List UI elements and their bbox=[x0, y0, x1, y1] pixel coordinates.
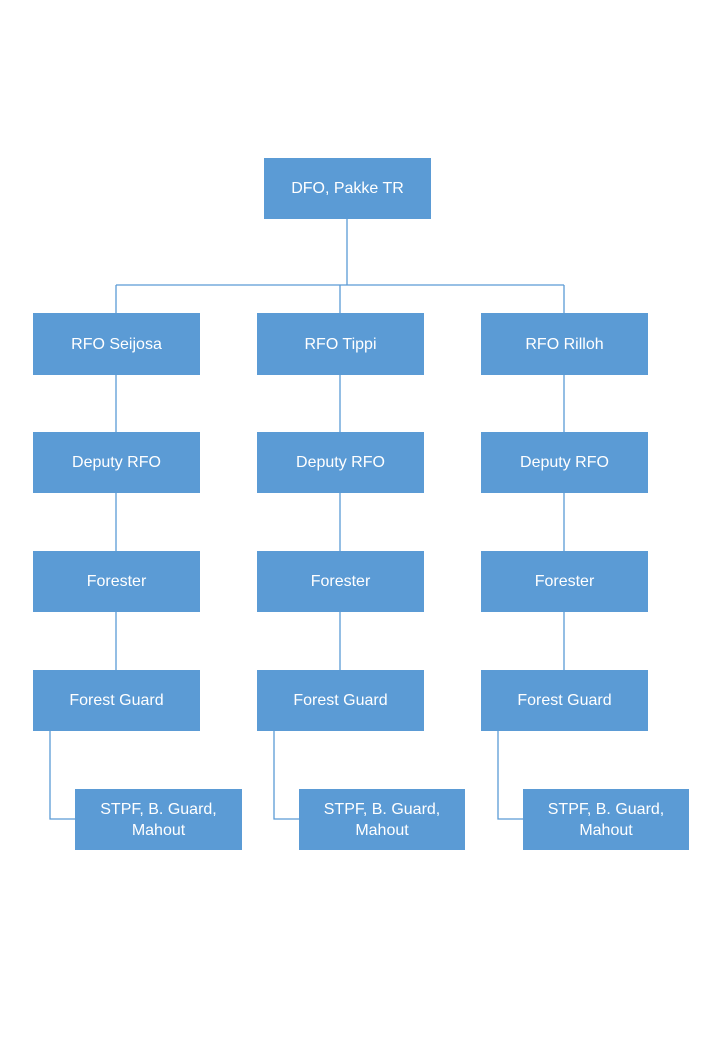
node-staff-seijosa: STPF, B. Guard, Mahout bbox=[75, 789, 242, 850]
node-deputy-rfo-rilloh: Deputy RFO bbox=[481, 432, 648, 493]
connector-col-1-guard-staff bbox=[49, 731, 75, 820]
node-label: STPF, B. Guard, Mahout bbox=[547, 800, 665, 839]
node-label: RFO Rilloh bbox=[525, 335, 604, 353]
node-label: Forester bbox=[310, 573, 371, 590]
node-staff-tippi: STPF, B. Guard, Mahout bbox=[299, 789, 465, 850]
node-rfo-tippi: RFO Tippi bbox=[257, 313, 424, 375]
node-label: DFO, Pakke TR bbox=[291, 180, 404, 197]
node-label: RFO Tippi bbox=[304, 335, 377, 353]
node-label: STPF, B. Guard, Mahout bbox=[100, 800, 217, 839]
node-forester-seijosa: Forester bbox=[33, 551, 200, 612]
node-label: Forester bbox=[534, 573, 595, 590]
node-forest-guard-seijosa: Forest Guard bbox=[33, 670, 200, 731]
node-forester-tippi: Forester bbox=[257, 551, 424, 612]
node-staff-rilloh: STPF, B. Guard, Mahout bbox=[523, 789, 689, 850]
node-rfo-rilloh: RFO Rilloh bbox=[481, 313, 648, 375]
node-label: Forest Guard bbox=[69, 692, 164, 709]
node-label: Forest Guard bbox=[517, 692, 612, 709]
node-forest-guard-tippi: Forest Guard bbox=[257, 670, 424, 731]
node-label: Deputy RFO bbox=[296, 454, 385, 471]
node-rfo-seijosa: RFO Seijosa bbox=[33, 313, 200, 375]
node-deputy-rfo-seijosa: Deputy RFO bbox=[33, 432, 200, 493]
node-label: RFO Seijosa bbox=[71, 335, 162, 353]
node-forest-guard-rilloh: Forest Guard bbox=[481, 670, 648, 731]
node-label: STPF, B. Guard, Mahout bbox=[323, 800, 441, 839]
node-label: Deputy RFO bbox=[520, 454, 609, 471]
node-label: Forest Guard bbox=[293, 692, 388, 709]
node-deputy-rfo-tippi: Deputy RFO bbox=[257, 432, 424, 493]
node-dfo-pakke-tr: DFO, Pakke TR bbox=[264, 158, 431, 219]
node-forester-rilloh: Forester bbox=[481, 551, 648, 612]
connector-col-2-guard-staff bbox=[273, 731, 299, 820]
node-label: Deputy RFO bbox=[72, 454, 161, 471]
node-label: Forester bbox=[86, 573, 147, 590]
connector-col-3-guard-staff bbox=[497, 731, 523, 820]
